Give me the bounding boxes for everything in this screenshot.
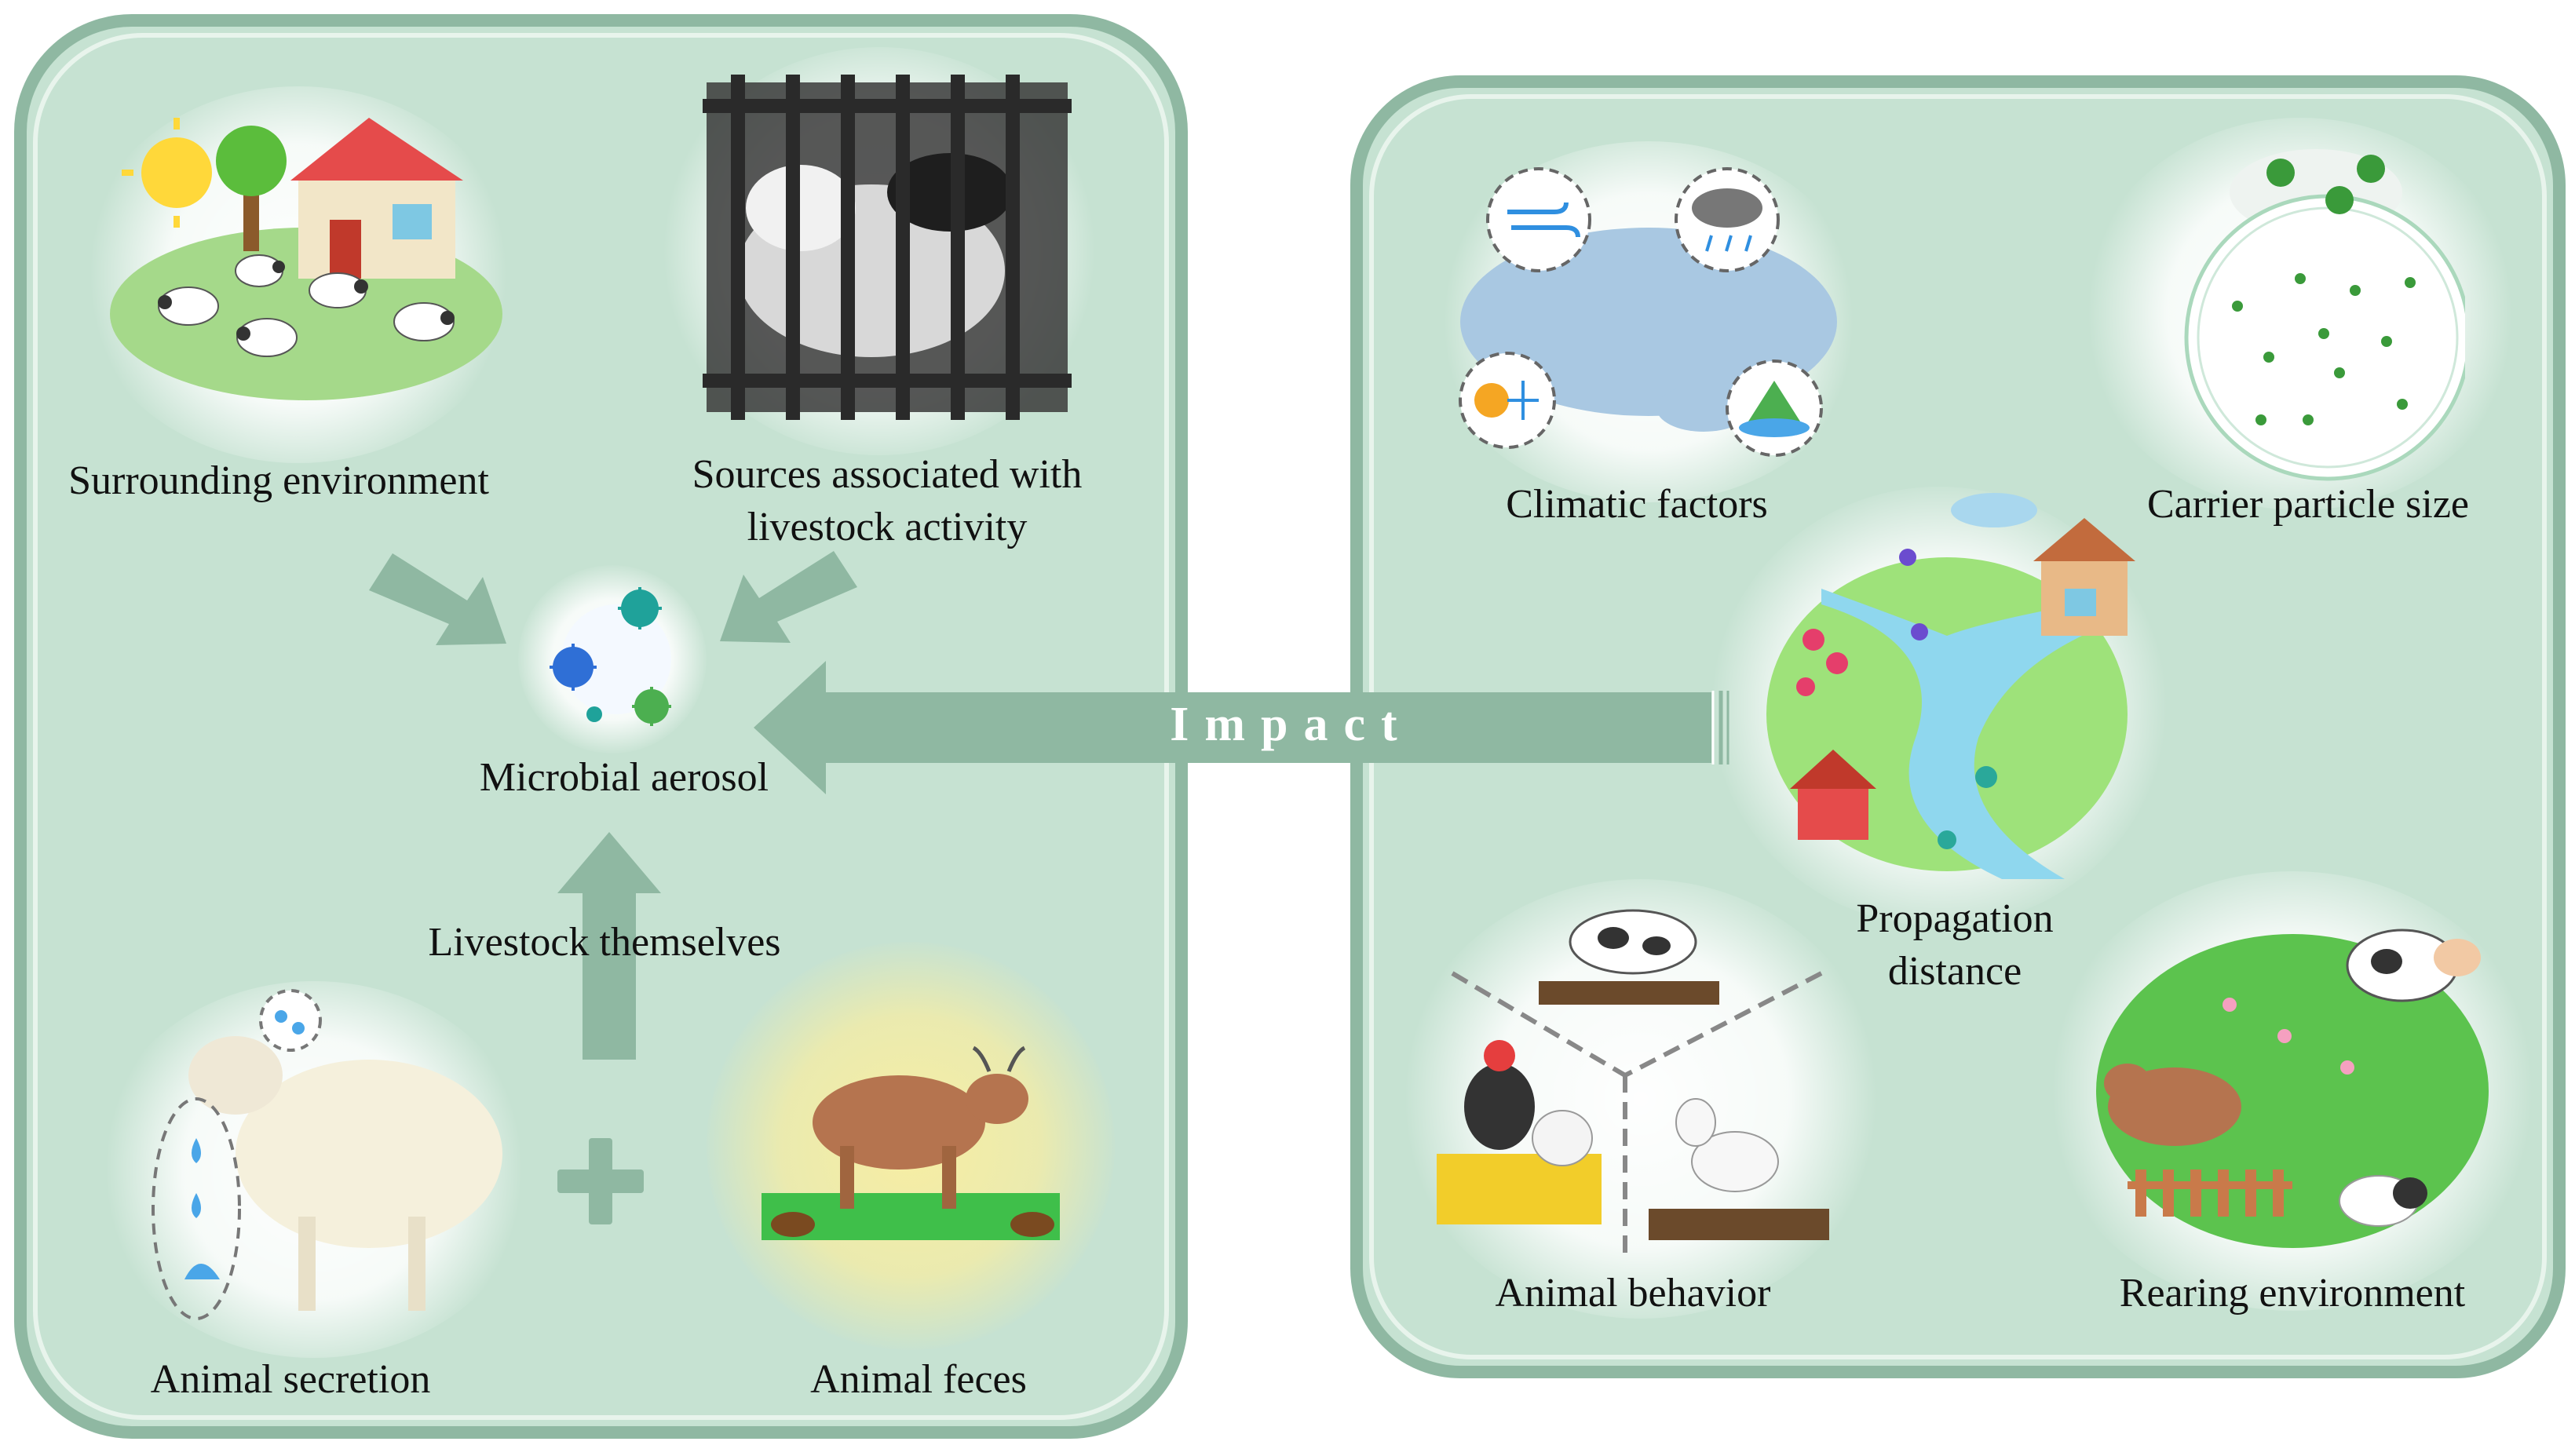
- animals-behavior-icon: [1437, 909, 1829, 1256]
- river-spread-icon: [1766, 493, 2135, 879]
- livestock-themselves-label: Livestock themselves: [428, 920, 781, 965]
- rearing-environment-label: Rearing environment: [2119, 1271, 2466, 1316]
- animal-secretion-label: Animal secretion: [150, 1357, 431, 1402]
- propagation-distance-label-line2: distance: [1887, 948, 2022, 994]
- world-climate-icon: [1459, 167, 1837, 457]
- sheep-secretion-icon: [152, 989, 502, 1320]
- particle-cloud-icon: [2184, 149, 2465, 481]
- animal-behavior-label: Animal behavior: [1495, 1271, 1771, 1316]
- climatic-factors-label: Climatic factors: [1506, 482, 1768, 527]
- microbial-aerosol-label: Microbial aerosol: [479, 755, 769, 800]
- animal-feces-label: Animal feces: [810, 1357, 1027, 1402]
- impact-label: Impact: [1170, 698, 1413, 751]
- microbe-cluster-icon: [550, 587, 671, 726]
- propagation-distance-label: Propagation distance: [1806, 893, 2104, 998]
- farmyard-icon: [2096, 929, 2489, 1248]
- surrounding-environment-label: Surrounding environment: [68, 458, 489, 503]
- carrier-particle-size-label: Carrier particle size: [2147, 482, 2469, 527]
- farm-scene-icon: [110, 118, 502, 400]
- propagation-distance-label-line1: Propagation: [1856, 896, 2054, 941]
- livestock-activity-label-line2: livestock activity: [747, 504, 1028, 549]
- bull-feces-icon: [762, 1045, 1060, 1240]
- caged-livestock-icon: [703, 75, 1072, 420]
- livestock-activity-label: Sources associated with livestock activi…: [644, 449, 1130, 553]
- livestock-activity-label-line1: Sources associated with: [692, 452, 1083, 497]
